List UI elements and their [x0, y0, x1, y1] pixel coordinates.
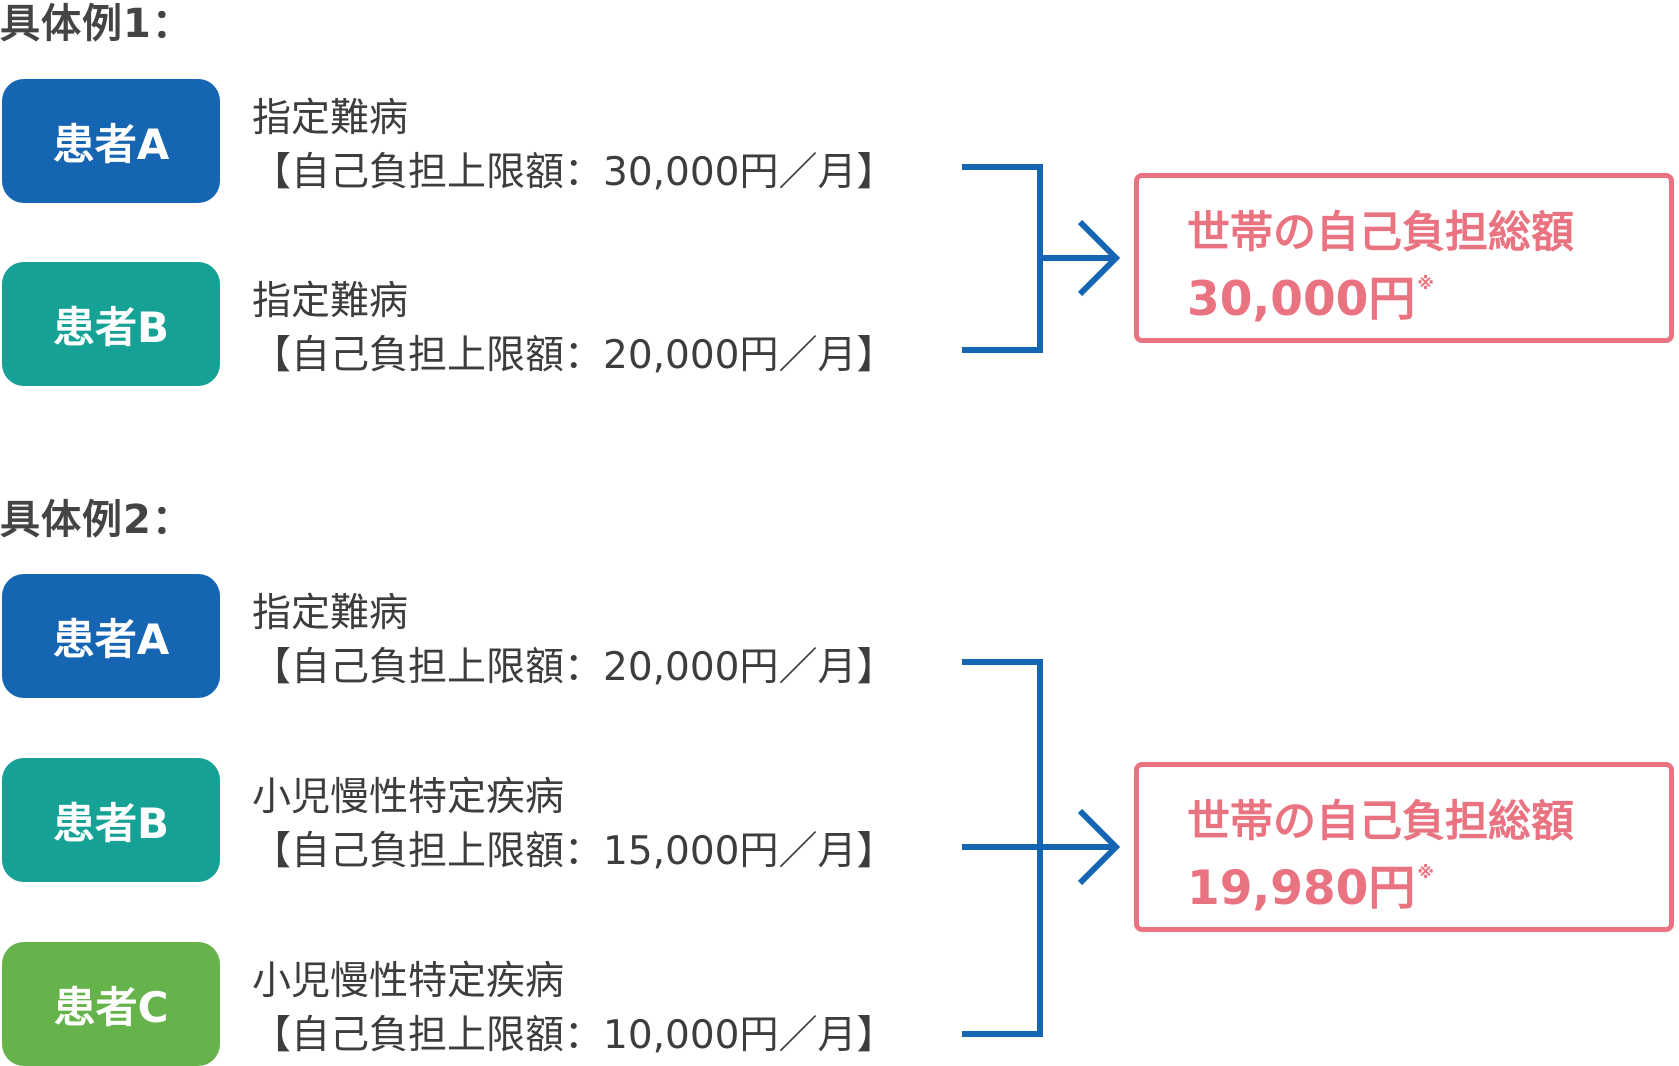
example2-title: 具体例2：: [0, 497, 193, 543]
example1-total-label: 世帯の自己負担総額: [1187, 208, 1574, 258]
example1-patient-b-badge: 患者B: [2, 262, 220, 386]
example2-patient-c-description: 小児慢性特定疾病 【自己負担上限額：10,000円／月】: [252, 955, 895, 1063]
example1-bracket-line: [962, 164, 1043, 353]
example1-patient-a-disease: 指定難病: [252, 96, 409, 141]
example1-total-amount: 30,000円: [1187, 272, 1416, 327]
example1-arrow-head-icon: [1077, 219, 1121, 297]
example2-patient-a-disease: 指定難病: [252, 591, 409, 636]
example1-patient-a-badge: 患者A: [2, 79, 220, 203]
example2-patient-a-description: 指定難病 【自己負担上限額：20,000円／月】: [252, 587, 895, 695]
example1-patient-b-limit: 【自己負担上限額：20,000円／月】: [252, 333, 896, 378]
example1-total-amount-line: 30,000円※: [1187, 274, 1434, 324]
example2-total-label: 世帯の自己負担総額: [1187, 797, 1574, 847]
example2-patient-c-badge: 患者C: [2, 942, 220, 1066]
example2-patient-b-description: 小児慢性特定疾病 【自己負担上限額：15,000円／月】: [252, 771, 895, 879]
example1-title: 具体例1：: [0, 1, 193, 47]
example2-total-note-mark: ※: [1417, 863, 1434, 883]
example2-connector: [962, 659, 1121, 1037]
example1-patient-a-limit: 【自己負担上限額：30,000円／月】: [252, 150, 896, 195]
example1-household-total-box: 世帯の自己負担総額 30,000円※: [1134, 173, 1674, 343]
example2-household-total-box: 世帯の自己負担総額 19,980円※: [1134, 762, 1674, 932]
example1-patient-b-disease: 指定難病: [252, 279, 409, 324]
example2-total-amount-line: 19,980円※: [1187, 863, 1434, 913]
example2-patient-b-limit: 【自己負担上限額：15,000円／月】: [252, 829, 896, 874]
example2-patient-b-disease: 小児慢性特定疾病: [252, 775, 565, 820]
example2-patient-c-disease: 小児慢性特定疾病: [252, 959, 565, 1004]
example2-patient-a-limit: 【自己負担上限額：20,000円／月】: [252, 645, 896, 690]
example2-patient-c-limit: 【自己負担上限額：10,000円／月】: [252, 1013, 896, 1058]
example2-patient-a-badge: 患者A: [2, 574, 220, 698]
example1-patient-a-description: 指定難病 【自己負担上限額：30,000円／月】: [252, 92, 895, 200]
example2-patient-b-badge: 患者B: [2, 758, 220, 882]
example2-total-amount: 19,980円: [1187, 861, 1416, 916]
example2-arrow-head-icon: [1077, 808, 1121, 886]
example1-total-note-mark: ※: [1417, 274, 1434, 294]
example1-patient-b-description: 指定難病 【自己負担上限額：20,000円／月】: [252, 275, 895, 383]
example1-connector: [962, 164, 1121, 353]
